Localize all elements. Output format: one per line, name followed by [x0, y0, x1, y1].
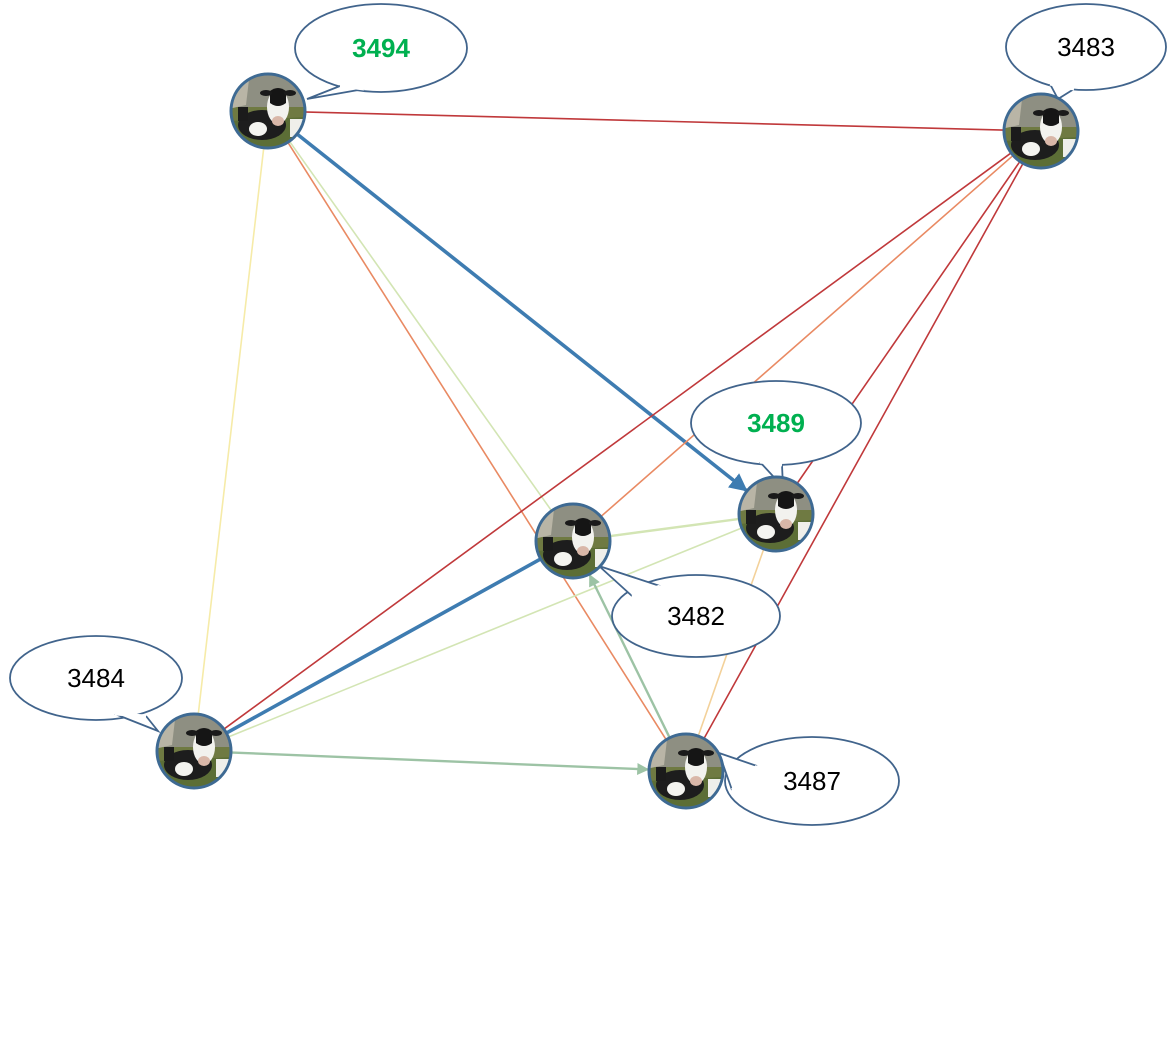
- edge-3494-3487: [285, 139, 667, 740]
- cow-icon: [231, 74, 305, 148]
- callout-3483: 3483: [1005, 3, 1167, 101]
- cow-icon: [157, 714, 231, 788]
- cow-icon: [649, 734, 723, 808]
- edge-3494-3482: [287, 138, 552, 511]
- callout-3484: 3484: [9, 635, 183, 734]
- cow-icon: [739, 477, 813, 551]
- edge-3484-3487: [227, 751, 650, 776]
- edge-3484-3489: [225, 527, 742, 739]
- node-label-3494: 3494: [352, 33, 410, 63]
- node-3489[interactable]: [736, 474, 816, 554]
- edge-3484-3482: [222, 557, 542, 736]
- node-layer: [154, 71, 1081, 811]
- node-3494[interactable]: [228, 71, 308, 151]
- edge-3494-3483: [302, 111, 1004, 131]
- node-label-3487: 3487: [783, 766, 841, 796]
- node-3483[interactable]: [1001, 91, 1081, 171]
- node-label-3489: 3489: [747, 408, 805, 438]
- cow-icon: [1004, 94, 1078, 168]
- callout-3494: 3494: [294, 3, 468, 100]
- edge-layer: [197, 111, 1025, 776]
- node-label-3482: 3482: [667, 601, 725, 631]
- callout-3487: 3487: [717, 736, 900, 826]
- callout-3489: 3489: [690, 380, 862, 490]
- edge-3482-3489: [606, 517, 740, 538]
- edge-3483-3482: [600, 153, 1016, 517]
- node-3487[interactable]: [646, 731, 726, 811]
- callout-layer: 3494 3483 3489 3482 3484 3487: [9, 3, 1167, 826]
- edge-3494-3489: [293, 130, 749, 493]
- node-label-3484: 3484: [67, 663, 125, 693]
- edge-3483-3484: [223, 150, 1014, 730]
- edge-3494-3484: [197, 144, 265, 715]
- node-3482[interactable]: [533, 501, 613, 581]
- node-label-3483: 3483: [1057, 32, 1115, 62]
- edge-3487-3482: [588, 573, 672, 741]
- node-3484[interactable]: [154, 711, 234, 791]
- callout-3482: 3482: [598, 565, 781, 658]
